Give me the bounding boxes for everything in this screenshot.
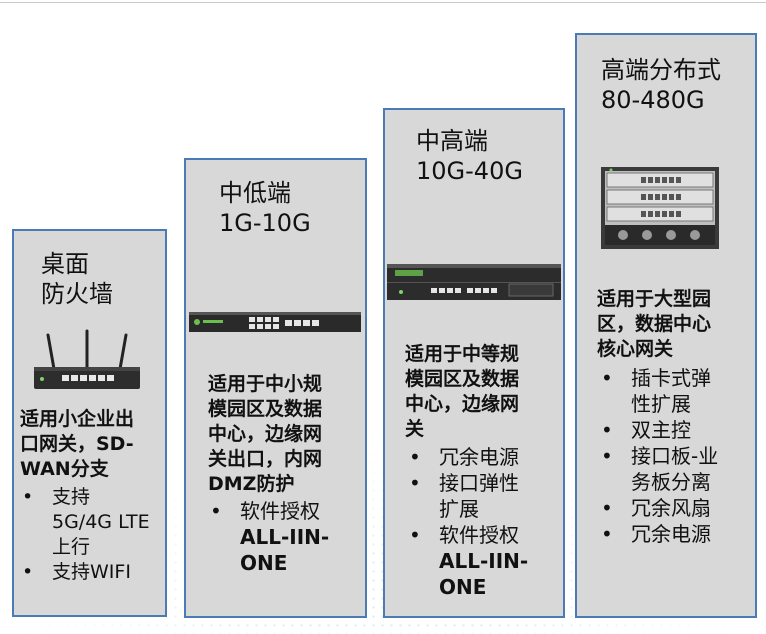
feature-item: 双主控 (595, 417, 718, 443)
desktop-firewall-device-icon (34, 329, 140, 389)
feature-item: 接口板-业 务板分离 (595, 443, 718, 495)
feature-list: 软件授权 ALL-IIN- ONE (204, 498, 329, 576)
feature-list: 插卡式弹 性扩展 双主控 接口板-业 务板分离 冗余风扇 冗余电源 (595, 365, 718, 547)
card-description: 适用于大型园 区，数据中心 核心网关 (597, 288, 712, 360)
feature-item: 冗余风扇 (595, 495, 718, 521)
feature-item: 冗余电源 (595, 521, 718, 547)
card-title: 桌面 防火墙 (41, 250, 113, 308)
feature-item: 软件授权 ALL-IIN- ONE (204, 498, 329, 576)
top-divider (0, 2, 766, 3)
card-title: 中低端 1G-10G (219, 179, 311, 237)
1u-firewall-device-icon (189, 312, 361, 332)
2u-firewall-device-icon (387, 264, 561, 300)
product-card-low-mid: 中低端 1G-10G 适用于中小规 模园区及数据 中心，边缘网 关出口，内网 D… (184, 158, 367, 618)
feature-item: 软件授权 ALL-IIN- ONE (403, 522, 528, 600)
product-card-desktop: 桌面 防火墙 适用小企业出 口网关，SD- WAN分支 支持 5G/4G LTE… (12, 229, 167, 617)
feature-item: 支持 5G/4G LTE 上行 (16, 485, 150, 560)
card-description: 适用小企业出 口网关，SD- WAN分支 (20, 408, 135, 480)
product-card-high-end: 高端分布式 80-480G 适用于大型园 区，数据中心 核心网关 插卡式弹 性扩… (575, 33, 757, 618)
card-title: 高端分布式 80-480G (601, 56, 721, 114)
card-description: 适用于中等规 模园区及数据 中心，边缘网 关 (405, 343, 520, 440)
product-card-mid-high: 中高端 10G-40G 适用于中等规 模园区及数据 中心，边缘网 关 冗余电源 … (383, 108, 565, 618)
feature-item: 插卡式弹 性扩展 (595, 365, 718, 417)
feature-list: 冗余电源 接口弹性 扩展 软件授权 ALL-IIN- ONE (403, 444, 528, 600)
feature-item: 冗余电源 (403, 444, 528, 470)
chassis-firewall-device-icon (601, 167, 719, 249)
feature-list: 支持 5G/4G LTE 上行 支持WIFI (16, 485, 150, 585)
card-title: 中高端 10G-40G (416, 127, 523, 185)
feature-item: 接口弹性 扩展 (403, 470, 528, 522)
feature-item: 支持WIFI (16, 560, 150, 585)
card-description: 适用于中小规 模园区及数据 中心，边缘网 关出口，内网 DMZ防护 (208, 373, 323, 495)
